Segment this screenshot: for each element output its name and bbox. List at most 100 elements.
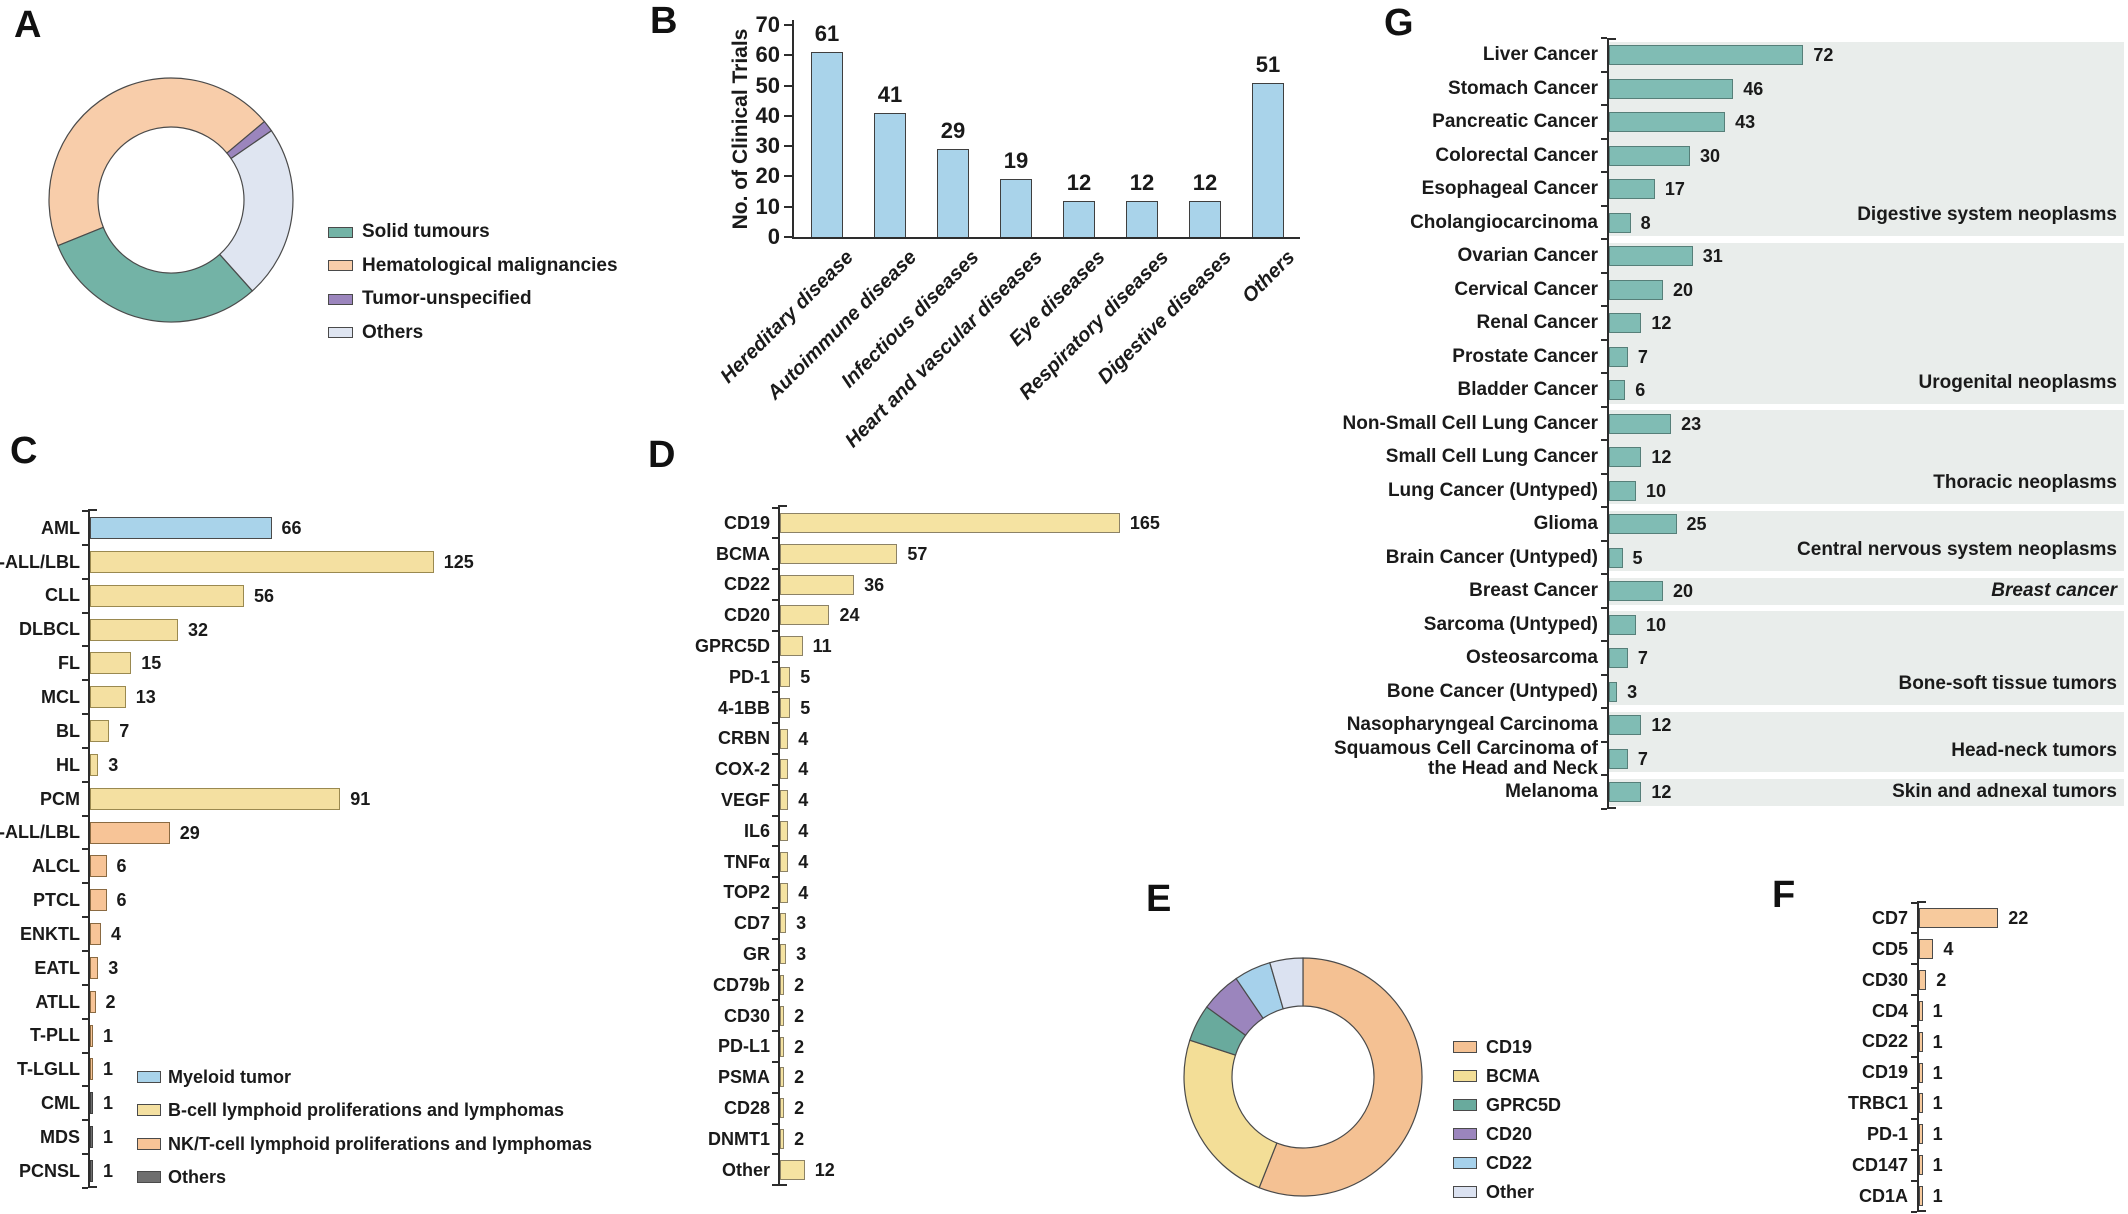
bar [90,584,244,607]
category-label: B-ALL/LBL [0,551,80,572]
legend-label: Others [168,1167,227,1188]
category-label: T-PLL [30,1025,80,1046]
category-label: PD-L1 [717,1036,770,1057]
bar [1126,200,1158,237]
bar [90,1024,93,1047]
bar [780,605,830,626]
bar [1919,1000,1923,1021]
category-label: MCL [41,687,80,707]
axis-tick [1911,1117,1917,1120]
value-label: 36 [864,574,885,595]
category-label: ENKTL [20,923,80,944]
group-label: Urogenital neoplasms [1918,371,2118,393]
axis-tick [1601,271,1607,274]
category-label: TRBC1 [1847,1093,1908,1114]
value-label: 4 [111,924,122,945]
value-label: 12 [1192,169,1218,195]
axis-tick [82,1085,88,1088]
legend-label: Others [362,321,424,343]
category-label: GPRC5D [694,636,770,656]
donut-svg [1183,957,1423,1197]
category-label: Colorectal Cancer [1435,144,1598,166]
value-label: 12 [814,1159,835,1180]
category-label: CLL [45,585,80,606]
group-band [1607,711,2124,772]
axis-top-cap [88,509,97,511]
axis-tick [772,599,778,601]
value-label: 66 [281,518,302,538]
value-label: 20 [1673,279,1694,300]
bar [1609,547,1623,568]
category-label: IL6 [743,820,770,841]
category-label: CD30 [1861,969,1908,990]
value-label: 25 [1686,514,1707,534]
value-label: 15 [141,653,162,674]
category-label: Pancreatic Cancer [1432,111,1598,133]
bar [90,821,170,844]
legend-swatch [328,327,353,339]
axis-tick [1911,1086,1917,1089]
bar [90,550,434,573]
value-label: 29 [179,822,200,843]
category-label: Esophageal Cancer [1421,178,1598,200]
bar [780,667,791,687]
category-label: CD4 [1871,1000,1908,1021]
category-label: Stomach Cancer [1448,77,1598,99]
bar [1919,1031,1923,1052]
value-label: 4 [798,882,809,903]
category-label: CD79b [712,974,770,995]
value-label: 2 [105,991,116,1012]
value-label: 43 [1735,112,1756,132]
bar [1609,514,1677,534]
legend-label: CD20 [1486,1124,1533,1144]
axis-tick [1601,673,1607,676]
panel-letter-c: C [10,430,38,472]
axis-tick [82,882,88,885]
axis-tick [772,660,778,663]
bar [1609,748,1628,769]
bar [1189,200,1221,237]
value-label: 11 [812,636,832,657]
axis-tick [1601,573,1607,576]
category-label: Ovarian Cancer [1457,245,1598,267]
value-label: 10 [1646,480,1667,501]
axis-tick [1601,204,1607,207]
legend-swatch [328,226,353,238]
category-label: HL [56,754,80,775]
value-label: 41 [877,81,903,107]
bar [1609,78,1734,99]
value-label: 1 [103,1025,114,1046]
bar [1609,45,1804,65]
bar [811,52,843,237]
category-label: DNMT1 [708,1128,770,1149]
legend-label: BCMA [1486,1066,1540,1086]
bar [90,1092,93,1115]
value-label: 6 [116,856,127,877]
value-label: 12 [1066,169,1092,195]
axis-tick [1911,901,1917,904]
category-label: CD28 [723,1098,770,1118]
bar [780,1129,785,1149]
category-label: ALCL [32,856,80,877]
bar [90,618,178,641]
group-label: Breast cancer [1991,580,2117,601]
axis-bottom-cap [1917,1210,1926,1212]
value-label: 2 [1936,969,1947,990]
group-band [1607,611,2124,705]
axis-tick [1601,137,1607,140]
bar [90,517,272,539]
bar [90,1058,93,1081]
category-label: Other [721,1159,770,1180]
legend-label: Hematological malignancies [362,254,618,276]
axis-tick [82,510,88,513]
axis-bottom-cap [778,1184,787,1186]
axis-tick [82,814,88,817]
bar [1609,413,1672,434]
bar [1919,908,1999,928]
bar [780,1005,785,1026]
bar [1609,246,1693,266]
axis-tick [772,1153,778,1156]
axis-tick [1601,606,1607,609]
